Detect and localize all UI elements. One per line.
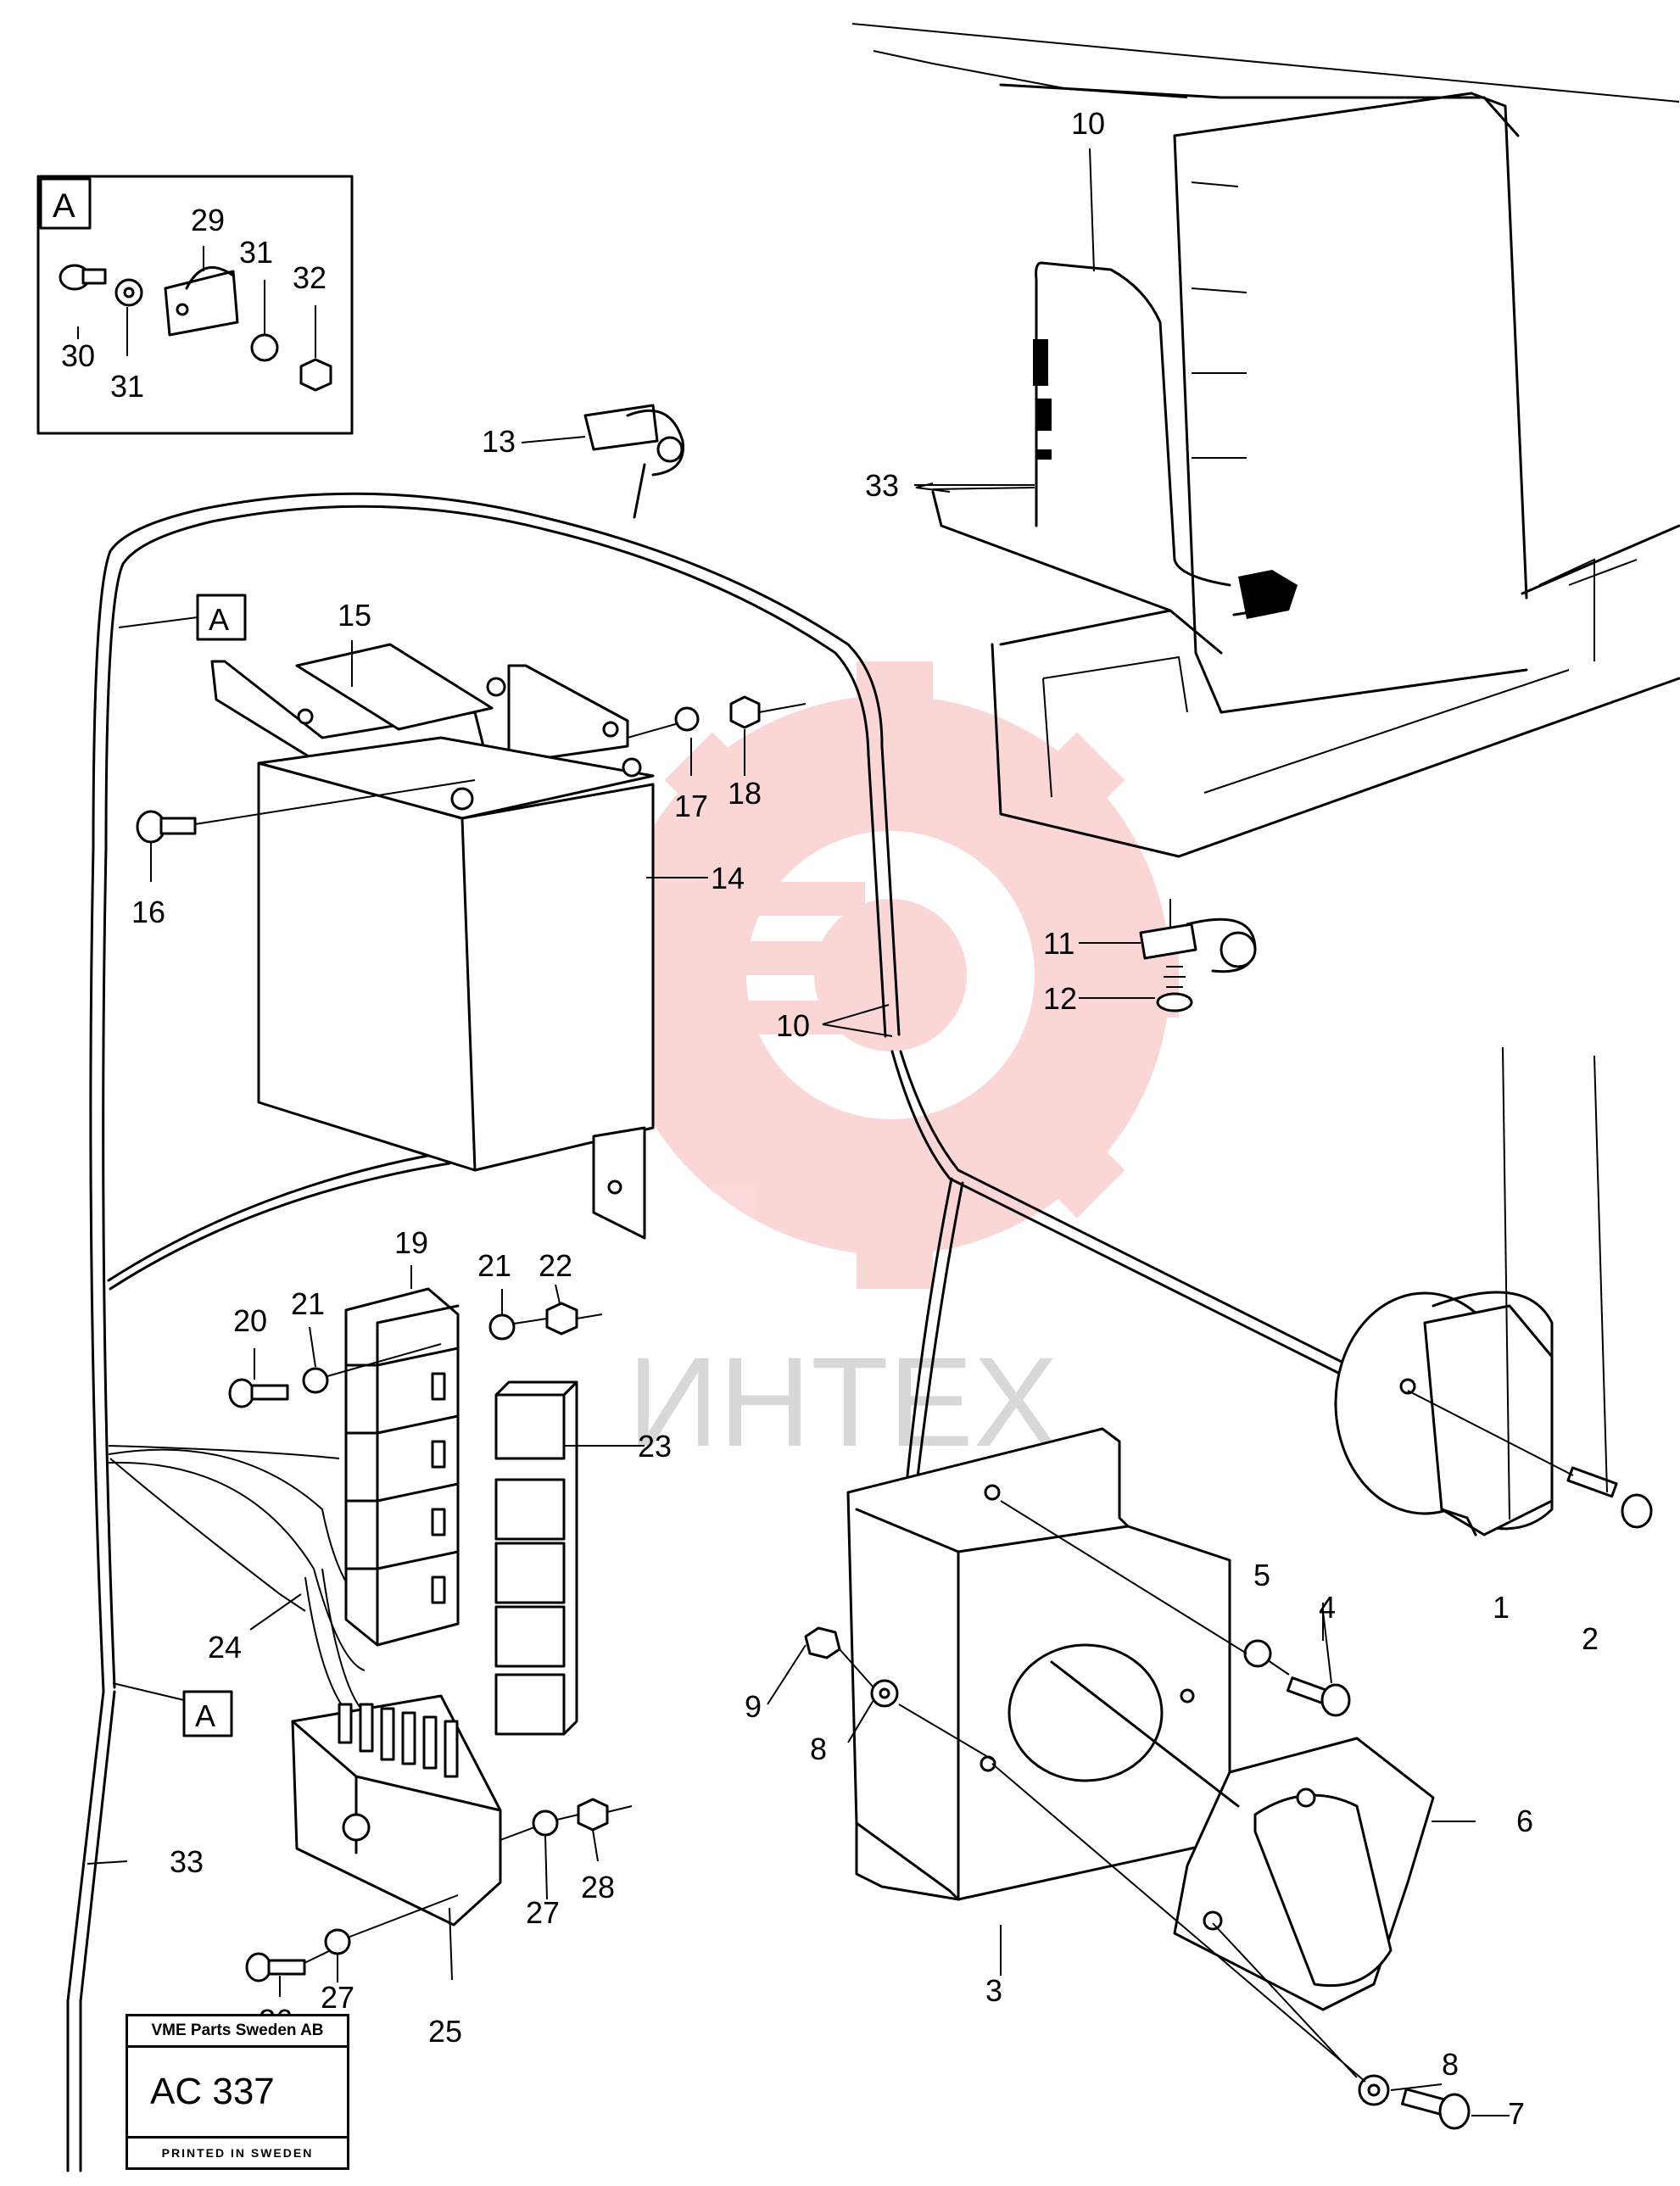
callout-3: 3 bbox=[985, 1973, 1002, 2008]
part-7-screw bbox=[1401, 2088, 1471, 2130]
part-18-nut bbox=[729, 695, 761, 729]
callout-21b: 21 bbox=[477, 1248, 511, 1283]
callout-33-top: 33 bbox=[865, 468, 899, 503]
callout-7: 7 bbox=[1508, 2096, 1525, 2131]
inset-clamp-29 bbox=[164, 266, 239, 337]
callout-21a: 21 bbox=[291, 1286, 325, 1321]
callout-11: 11 bbox=[1043, 926, 1074, 961]
callout-1: 1 bbox=[1493, 1590, 1510, 1625]
callout-18: 18 bbox=[728, 776, 762, 811]
callout-2: 2 bbox=[1582, 1621, 1599, 1656]
callout-4: 4 bbox=[1319, 1590, 1336, 1625]
callout-29: 29 bbox=[191, 203, 225, 237]
part-27a-washer bbox=[324, 1928, 351, 1955]
part-20-screw bbox=[228, 1378, 289, 1408]
view-marker-a-lower: A bbox=[112, 1682, 233, 1737]
part-27b-washer bbox=[532, 1810, 559, 1837]
callout-10-top: 10 bbox=[1071, 106, 1105, 141]
callout-24: 24 bbox=[208, 1630, 242, 1665]
harness-connector-a bbox=[1033, 339, 1048, 386]
inset-washer-31b bbox=[250, 333, 279, 362]
cab-harness bbox=[1033, 261, 1298, 619]
part-21a-washer bbox=[302, 1367, 329, 1394]
callout-5: 5 bbox=[1253, 1558, 1270, 1592]
callout-28: 28 bbox=[581, 1870, 615, 1904]
callout-12: 12 bbox=[1043, 981, 1077, 1016]
callout-10-mid: 10 bbox=[776, 1008, 810, 1043]
main-wiring-harness bbox=[66, 463, 1350, 2172]
part-14-control-unit bbox=[257, 736, 655, 1240]
callout-17: 17 bbox=[674, 789, 708, 823]
title-block: VME Parts Sweden AB AC 337 PRINTED IN SW… bbox=[126, 2014, 349, 2170]
part-16-screw bbox=[136, 779, 476, 844]
callout-8a: 8 bbox=[810, 1732, 827, 1766]
part-25-fuse-box bbox=[291, 1694, 502, 1927]
callout-23: 23 bbox=[638, 1429, 672, 1464]
part-19-relay-holder bbox=[344, 1287, 460, 1647]
part-11-cable-clamp bbox=[1139, 899, 1257, 973]
svg-text:A: A bbox=[209, 602, 229, 637]
callout-27b: 27 bbox=[526, 1895, 560, 1930]
title-block-company: VME Parts Sweden AB bbox=[128, 2016, 347, 2048]
svg-text:A: A bbox=[195, 1698, 215, 1733]
callout-33-bottom: 33 bbox=[170, 1844, 204, 1879]
part-26-screw bbox=[245, 1952, 306, 1982]
inset-label: A bbox=[53, 187, 75, 225]
part-13-cable-clamp bbox=[583, 404, 685, 477]
part-22-nut bbox=[545, 1302, 578, 1336]
part-9-nut bbox=[804, 1626, 841, 1659]
harness-connector-b bbox=[1036, 399, 1052, 431]
watermark-text: ИНТЕХ bbox=[628, 1330, 1058, 1473]
callout-15: 15 bbox=[338, 598, 371, 633]
callout-32: 32 bbox=[293, 260, 327, 295]
leader-lines bbox=[87, 148, 1608, 2116]
part-21b-washer bbox=[488, 1313, 516, 1341]
part-3-bracket bbox=[846, 1427, 1231, 1901]
callout-25: 25 bbox=[428, 2014, 462, 2049]
inset-a: A bbox=[36, 175, 354, 435]
inset-screw-30 bbox=[59, 264, 107, 291]
callout-8b: 8 bbox=[1442, 2047, 1459, 2082]
callout-30: 30 bbox=[61, 338, 95, 373]
part-23-relays bbox=[494, 1380, 645, 1736]
callout-numbers: 29 30 31 31 32 10 33 13 15 14 17 18 16 1… bbox=[61, 106, 1599, 2131]
part-12-grommet bbox=[1156, 966, 1193, 1012]
part-1-socket bbox=[1334, 1291, 1554, 1536]
part-28-nut bbox=[577, 1798, 609, 1832]
title-block-printed: PRINTED IN SWEDEN bbox=[128, 2136, 347, 2167]
part-4-screw bbox=[1286, 1676, 1351, 1717]
part-2-screw bbox=[1566, 1466, 1653, 1529]
callout-6: 6 bbox=[1516, 1804, 1533, 1838]
view-marker-a-upper: A bbox=[118, 594, 247, 641]
callout-16: 16 bbox=[131, 895, 165, 929]
callout-9: 9 bbox=[745, 1689, 762, 1724]
cab-connector-plug bbox=[1238, 570, 1298, 619]
callout-27a: 27 bbox=[321, 1980, 354, 2015]
inset-nut-32 bbox=[299, 358, 332, 392]
callout-31a: 31 bbox=[110, 369, 144, 404]
callout-31b: 31 bbox=[239, 235, 273, 270]
callout-22: 22 bbox=[539, 1248, 572, 1283]
part-5-washer bbox=[1243, 1639, 1272, 1668]
title-block-code: AC 337 bbox=[150, 2071, 275, 2112]
callout-13: 13 bbox=[482, 424, 516, 459]
callout-19: 19 bbox=[394, 1225, 428, 1260]
callout-20: 20 bbox=[233, 1303, 267, 1338]
callout-14: 14 bbox=[711, 861, 745, 895]
part-17-washer bbox=[674, 706, 700, 732]
